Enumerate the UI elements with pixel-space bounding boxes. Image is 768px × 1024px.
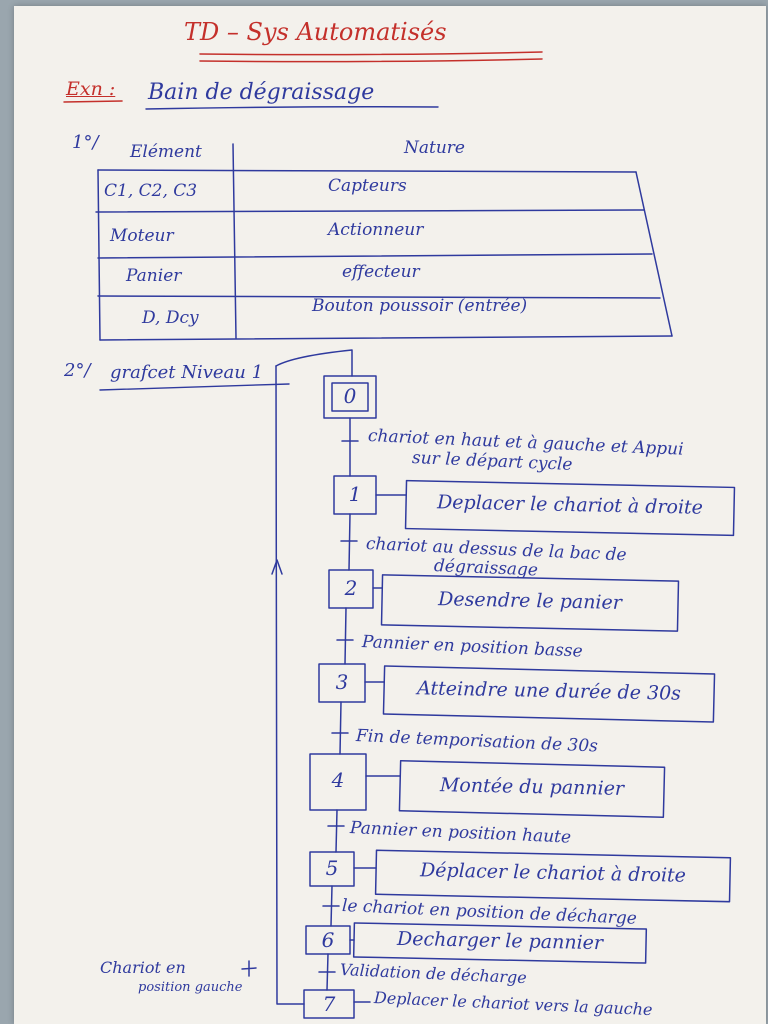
section1-label: 1°/ <box>72 132 99 153</box>
exercise-title-underline <box>145 106 439 110</box>
table-header-nature: Nature <box>404 138 465 158</box>
table-header-element: Elément <box>130 142 202 162</box>
grafcet-step-0: 0 <box>343 384 357 408</box>
section2-underline <box>99 383 290 391</box>
table-cell-element-3: Panier <box>126 266 182 286</box>
grafcet-step-5: 5 <box>325 856 339 880</box>
handwritten-drawing <box>63 51 736 1019</box>
exercise-label: Exn : <box>66 78 116 100</box>
page-title: TD – Sys Automatisés <box>184 18 447 46</box>
table-cell-element-1: C1, C2, C3 <box>104 181 198 201</box>
table-cell-nature-4: Bouton poussoir (entrée) <box>312 296 528 316</box>
transition-7-0-line-2: position gauche <box>138 980 243 995</box>
grafcet-step-2: 2 <box>344 576 358 600</box>
grafcet-step-7: 7 <box>322 992 336 1016</box>
grafcet-step-4: 4 <box>331 768 345 792</box>
transition-7-0-line-1: Chariot en <box>100 958 186 977</box>
paper-sheet: TD – Sys Automatisés Exn : Bain de dégra… <box>14 6 766 1024</box>
table-cell-nature-1: Capteurs <box>328 176 407 196</box>
table-cell-nature-3: effecteur <box>342 262 420 282</box>
element-table <box>95 143 673 341</box>
grafcet-step-3: 3 <box>335 670 349 694</box>
grafcet-chart <box>241 349 736 1019</box>
title-underline <box>199 51 543 63</box>
grafcet-step-6: 6 <box>321 928 335 952</box>
table-cell-element-4: D, Dcy <box>142 308 199 328</box>
grafcet-step-1: 1 <box>348 482 362 506</box>
section2-label: 2°/ <box>64 360 91 381</box>
exercise-title: Bain de dégraissage <box>148 80 375 105</box>
section2-title: grafcet Niveau 1 <box>110 362 264 383</box>
exercise-label-underline <box>63 100 123 103</box>
table-cell-nature-2: Actionneur <box>328 220 424 240</box>
table-cell-element-2: Moteur <box>110 226 174 246</box>
